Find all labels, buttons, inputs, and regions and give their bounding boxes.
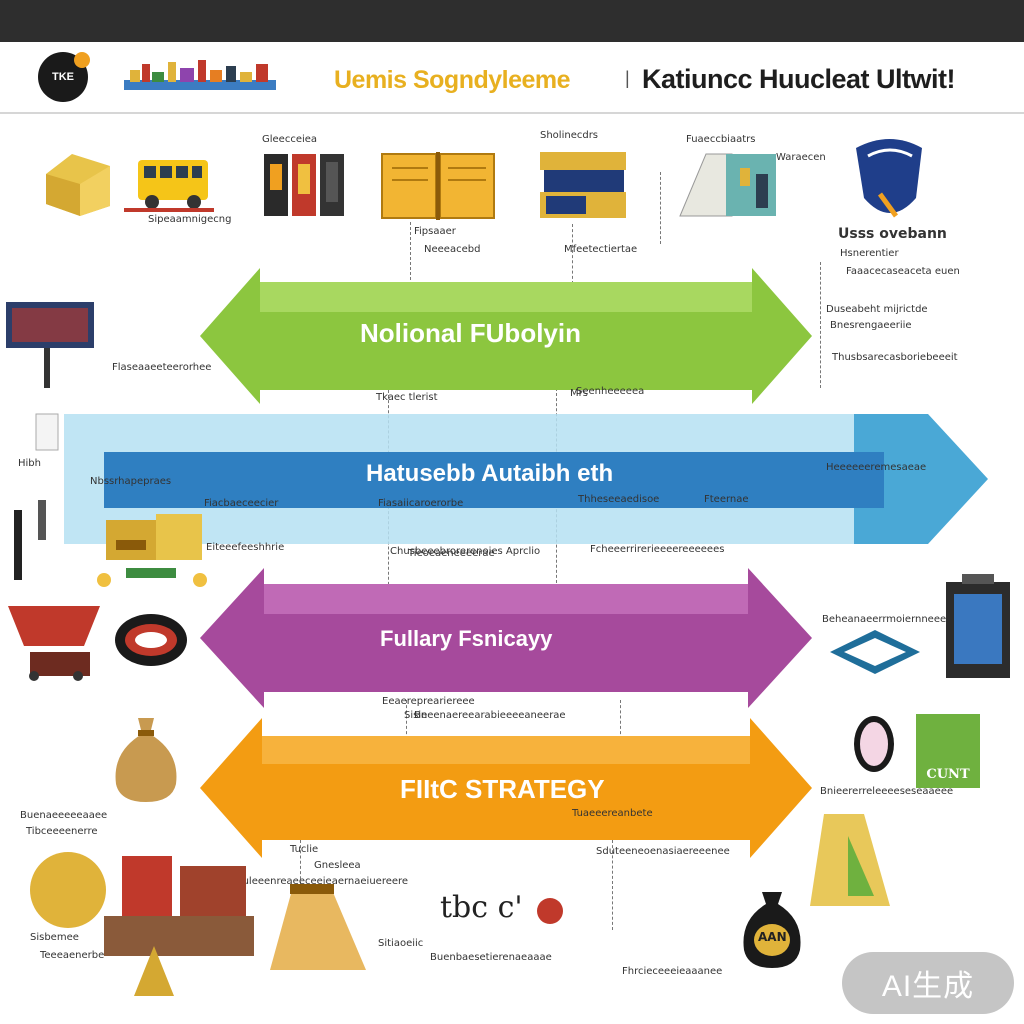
billboard-icon xyxy=(6,302,94,388)
bus-icon xyxy=(124,160,214,212)
note: Fteernae xyxy=(704,494,749,505)
cart-icon xyxy=(8,606,100,681)
note: Sipeaamnigecng xyxy=(148,214,232,225)
connector-line xyxy=(572,224,573,284)
note: Faaacecaseaceta euen xyxy=(846,266,960,277)
note: Bnieererreleeeeseseaaeee xyxy=(820,786,954,797)
note: Bneenaereearabieeeeaneerae xyxy=(414,710,566,721)
note: Tuclie xyxy=(290,844,319,855)
shield-emblem-icon xyxy=(856,139,922,218)
note: Mfeetectiertae xyxy=(564,244,638,255)
tent-building-icon xyxy=(679,153,776,217)
note: Tuaeeereanbete xyxy=(572,808,653,819)
note: Buenbaesetierenaeaaae xyxy=(430,952,552,963)
note: Duseabeht mijrictde xyxy=(826,304,928,315)
note: Fiasaiicaroerorbe xyxy=(378,498,464,509)
ai-generated-badge: AI生成 xyxy=(842,952,1014,1014)
note: Sduteeneoenasiaereeenee xyxy=(596,846,730,857)
market-stall-icon xyxy=(97,514,207,587)
note: Nbssrhapepraes xyxy=(90,476,172,487)
note: Gleecceiea xyxy=(262,134,318,145)
gold-bag-label: AAN xyxy=(758,930,787,944)
band-arrow-3 xyxy=(200,568,812,708)
coin-badge-label: CUNT xyxy=(926,767,970,782)
note: Flaseaaeeteerorhee xyxy=(112,362,212,373)
diamond-badge-icon xyxy=(830,630,920,674)
note: Fhrcieceeeieaaanee xyxy=(622,966,723,977)
badge-text: AI生成 xyxy=(881,970,975,1003)
medallion-icon xyxy=(854,716,894,772)
red-seal-icon xyxy=(537,898,563,924)
band-label-4: FIItC STRATEGY xyxy=(400,774,605,804)
band-arrow-4 xyxy=(200,718,812,858)
bazaar-scene-icon xyxy=(30,852,254,996)
note: Sisbemee xyxy=(30,932,79,943)
note: Tuleeenreaeeceeieaernaeiuereere xyxy=(238,876,409,887)
band-label-2: Hatusebb Autaibh eth xyxy=(366,460,614,487)
note: Thusbsarecasboriebeeeit xyxy=(832,352,958,363)
note: Gnesleea xyxy=(314,860,361,871)
note: Thheseeaedisoe xyxy=(578,494,660,505)
title-right: Katiuncc Huucleat Ultwit! xyxy=(642,64,956,94)
connector-line xyxy=(612,840,613,930)
tower-building-icon xyxy=(946,574,1010,678)
sack-icon xyxy=(270,884,366,970)
band-arrow-1 xyxy=(200,268,812,404)
coin-badge-icon: CUNT xyxy=(916,714,980,788)
note: Sisie xyxy=(404,710,428,721)
paper-icon xyxy=(35,413,59,451)
connector-line xyxy=(820,262,821,388)
note: Neeeacebd xyxy=(424,244,481,255)
title-separator: | xyxy=(625,68,630,88)
cheese-block-icon xyxy=(46,154,110,216)
note: Eeaerepreariereee xyxy=(382,696,475,707)
note: Fuaeccbiaatrs xyxy=(686,134,756,145)
note: Fipsaaer xyxy=(414,226,456,237)
connector-line xyxy=(406,700,407,760)
note: Tibceeeenerre xyxy=(26,826,98,837)
band-label-1: Nolional FUbolyin xyxy=(360,318,581,348)
note: Hsnerentier xyxy=(840,248,899,259)
note: Seenheeeeea xyxy=(576,386,645,397)
tools-icon xyxy=(14,500,46,580)
note: Fiacbaeceecier xyxy=(204,498,279,509)
skyline-icon xyxy=(124,60,276,90)
title-left: Uemis Sogndyleeme xyxy=(334,66,571,94)
gold-bag-icon xyxy=(743,892,801,968)
note: Eiteeefeeshhrie xyxy=(206,542,285,553)
connector-line xyxy=(300,840,301,900)
note: Mrs xyxy=(570,388,588,399)
note: Beheanaeerrmoiernneeeeees xyxy=(822,614,970,625)
note: Usss ovebann xyxy=(838,226,947,242)
note: Chusbeeebrorerenoies Aprclio xyxy=(390,546,541,557)
note: Bnesrengaeeriie xyxy=(830,320,912,331)
note: Buenaeeeeeaaee xyxy=(20,810,108,821)
connector-line xyxy=(660,172,661,244)
note: Hibh xyxy=(18,458,41,469)
note: Waraecen xyxy=(776,152,826,163)
band-label-3: Fullary Fsnicayy xyxy=(380,626,553,651)
note: Teeeaenerbe xyxy=(40,950,105,961)
logo-accent-icon xyxy=(74,52,90,68)
note: Sholinecdrs xyxy=(540,130,599,141)
note: Tieoeaeneeeerae xyxy=(408,548,495,559)
note: Heeeeeeremesaeae xyxy=(826,462,927,473)
grain-sack-icon xyxy=(810,814,890,906)
open-book-icon xyxy=(381,152,495,220)
note: Tkaec tlerist xyxy=(376,392,438,403)
note: Sitiaoeiic xyxy=(378,938,424,949)
books-icon xyxy=(264,154,344,216)
book-stack-icon xyxy=(540,152,626,218)
bottom-word: tbc c' xyxy=(440,890,523,925)
window-top-bar xyxy=(0,0,1024,42)
connector-line xyxy=(410,222,411,280)
money-bag-icon xyxy=(115,718,177,802)
round-sign-icon xyxy=(115,614,187,666)
note: Fcheeerrirerieeeereeeeees xyxy=(590,544,725,555)
connector-line xyxy=(620,700,621,760)
logo-text: TKE xyxy=(52,71,74,83)
